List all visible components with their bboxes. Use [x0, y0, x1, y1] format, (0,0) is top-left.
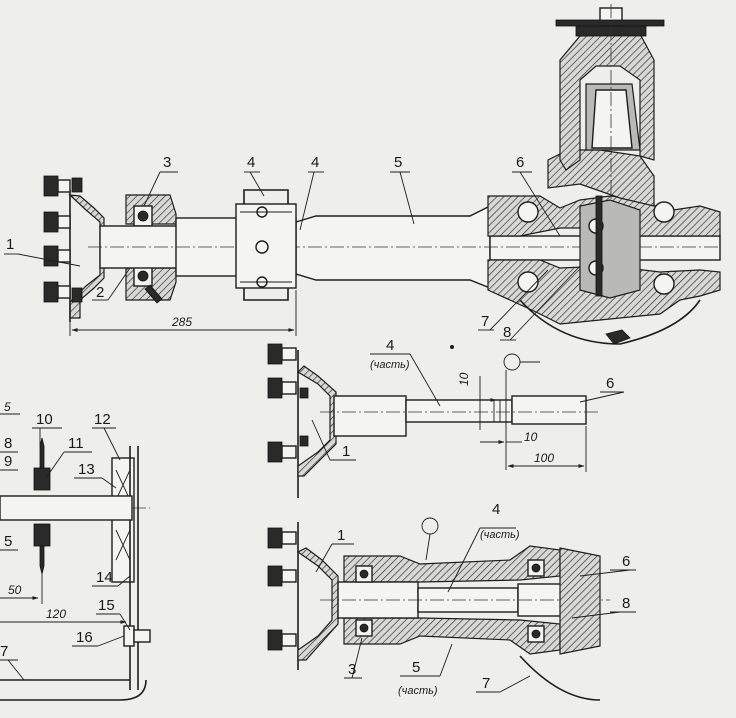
top-label-8: 8 — [503, 324, 511, 341]
flange-bolts — [43, 175, 83, 303]
left-label-7: 7 — [0, 643, 8, 660]
top-label-5: 5 — [394, 154, 402, 171]
left-dim-50: 50 — [8, 583, 22, 597]
middle-dimensions: 10 10 100 — [457, 353, 587, 472]
top-label-2: 2 — [96, 284, 104, 301]
bottom-label-5: 5 — [412, 659, 420, 676]
middle-dim-100: 100 — [534, 451, 554, 465]
bottom-label-8: 8 — [622, 595, 630, 612]
bottom-note-part-4: (часть) — [480, 529, 520, 541]
left-label-13: 13 — [78, 461, 95, 478]
left-label-11: 11 — [68, 435, 84, 452]
left-label-14: 14 — [96, 569, 113, 586]
middle-dim-10-horizontal: 10 — [524, 430, 538, 444]
left-label-9: 9 — [4, 453, 12, 470]
bottom-label-4: 4 — [492, 501, 500, 518]
bottom-callouts: 1 4 (часть) 6 8 3 5 (часть) 7 — [315, 501, 636, 697]
top-callouts: 1 2 3 4 4 5 6 7 8 — [4, 154, 581, 341]
top-label-7: 7 — [481, 313, 489, 330]
top-label-4a: 4 — [247, 154, 255, 171]
middle-note-part: (часть) — [370, 359, 410, 371]
bottom-assembly: 1 4 (часть) 6 8 3 5 (часть) 7 — [267, 501, 636, 701]
left-label-5-top: 5 — [4, 400, 11, 414]
left-callouts: 5 10 12 8 11 9 13 5 14 15 — [0, 400, 131, 681]
middle-dim-10-vertical: 10 — [457, 372, 471, 386]
bottom-label-6: 6 — [622, 553, 630, 570]
flange-part-1 — [43, 175, 105, 322]
left-label-10: 10 — [36, 411, 53, 428]
bottom-flange — [267, 522, 339, 670]
middle-callouts: 4 (часть) 1 6 — [311, 337, 625, 461]
left-dim-120: 120 — [46, 607, 66, 621]
middle-flange — [267, 343, 337, 498]
left-label-12: 12 — [94, 411, 111, 428]
left-label-5-mid: 5 — [4, 533, 12, 550]
bottom-note-part-5: (часть) — [398, 685, 438, 697]
bearing-housing — [125, 194, 177, 304]
left-fixture: 50 120 5 10 12 8 11 9 13 5 — [0, 400, 151, 701]
dot-mark — [450, 345, 454, 349]
top-label-4b: 4 — [311, 154, 319, 171]
left-label-15: 15 — [98, 597, 115, 614]
clamp-bracket — [235, 189, 297, 301]
middle-label-6: 6 — [606, 375, 614, 392]
left-fixture-dimensions: 50 120 — [0, 572, 127, 624]
middle-label-1: 1 — [342, 443, 350, 460]
left-label-16: 16 — [76, 629, 93, 646]
bottom-label-3: 3 — [348, 661, 356, 678]
middle-shaft — [320, 395, 600, 437]
bottom-shaft-and-tube — [320, 517, 610, 701]
dimension-285: 285 — [69, 290, 297, 336]
top-label-6: 6 — [516, 154, 524, 171]
left-label-8: 8 — [4, 435, 12, 452]
pinion-housing — [555, 4, 665, 200]
middle-label-4: 4 — [386, 337, 394, 354]
middle-assembly: 10 10 100 4 (часть) 1 6 — [267, 337, 625, 498]
top-label-1: 1 — [6, 236, 14, 253]
bottom-label-7: 7 — [482, 675, 490, 692]
top-assembly: 285 1 2 3 4 4 5 6 — [4, 4, 721, 345]
bottom-label-1: 1 — [337, 527, 345, 544]
dimension-285-value: 285 — [171, 315, 192, 329]
top-label-3: 3 — [163, 154, 171, 171]
